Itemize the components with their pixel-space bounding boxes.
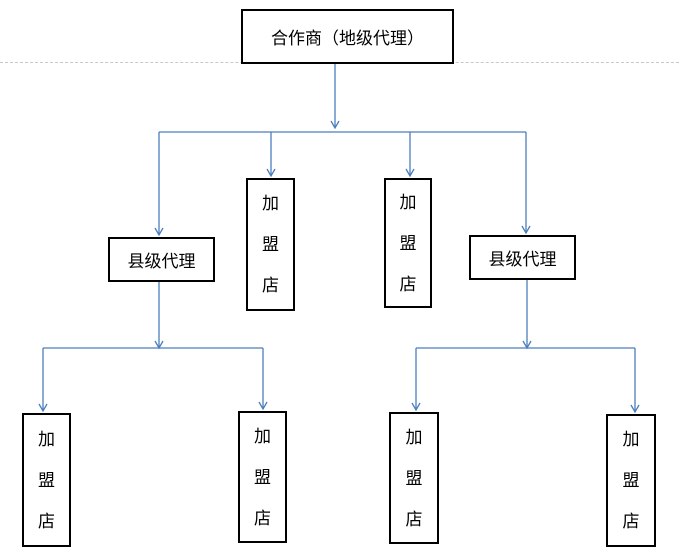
franchise-store-label: 加盟店 [405, 427, 423, 530]
franchise-store-box: 加盟店 [246, 178, 295, 311]
franchise-store-box: 加盟店 [389, 412, 439, 544]
root-partner-box: 合作商（地级代理） [241, 9, 454, 64]
arrow-head [521, 225, 531, 235]
franchise-store-label: 加盟店 [38, 429, 55, 532]
county-agent-box-left: 县级代理 [108, 237, 215, 282]
county-agent-box-right: 县级代理 [469, 235, 576, 280]
arrow-head [405, 168, 415, 178]
franchise-store-label: 加盟店 [622, 430, 640, 532]
franchise-store-box: 加盟店 [238, 411, 287, 543]
franchise-store-box: 加盟店 [606, 414, 656, 547]
county-agent-label: 县级代理 [127, 252, 196, 272]
arrow-head [266, 168, 276, 178]
root-partner-label: 合作商（地级代理） [271, 29, 424, 49]
arrow-head [330, 120, 340, 130]
franchise-store-box: 加盟店 [22, 413, 71, 547]
county-agent-label: 县级代理 [488, 250, 557, 270]
franchise-store-label: 加盟店 [254, 426, 271, 529]
arrow-head [38, 403, 48, 413]
franchise-store-box: 加盟店 [384, 178, 432, 308]
arrow-head [411, 402, 421, 412]
franchise-store-label: 加盟店 [399, 192, 417, 295]
arrow-head [154, 227, 164, 237]
franchise-store-label: 加盟店 [262, 194, 279, 296]
arrow-head [630, 404, 640, 414]
arrow-head [258, 401, 268, 411]
